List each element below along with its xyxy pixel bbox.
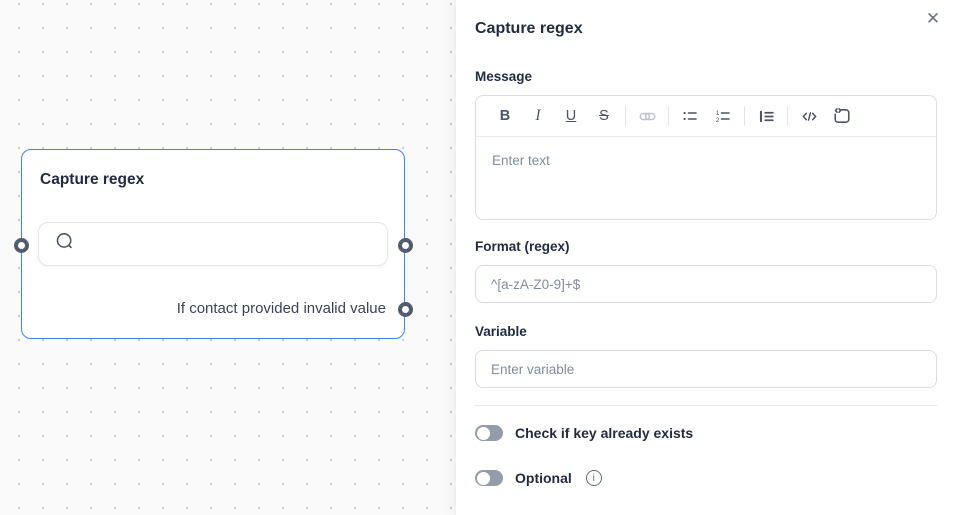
invalid-value-branch-label: If contact provided invalid value — [176, 300, 386, 317]
blockquote-icon[interactable] — [754, 103, 778, 129]
variable-section: Variable — [475, 324, 937, 388]
close-icon[interactable]: ✕ — [920, 6, 946, 32]
link-icon[interactable] — [635, 103, 659, 129]
message-section: Message B I U S — [475, 69, 937, 220]
variable-input[interactable] — [475, 350, 937, 388]
toolbar-divider — [744, 106, 745, 126]
section-divider — [475, 405, 937, 406]
message-editor: B I U S — [475, 95, 937, 220]
italic-button[interactable]: I — [526, 103, 550, 129]
svg-text:2: 2 — [716, 117, 720, 124]
code-icon[interactable] — [797, 103, 821, 129]
capture-regex-settings-panel: Capture regex ✕ Message B I U S — [455, 0, 956, 515]
editor-toolbar: B I U S — [476, 96, 936, 137]
format-section: Format (regex) — [475, 239, 937, 303]
strikethrough-button[interactable]: S — [592, 103, 616, 129]
check-key-exists-toggle[interactable] — [475, 425, 503, 441]
variable-label: Variable — [475, 324, 527, 339]
check-key-exists-label: Check if key already exists — [515, 425, 694, 441]
chat-bubble-icon — [54, 231, 75, 257]
toggle-knob — [476, 426, 490, 440]
code-block-icon[interactable] — [830, 103, 854, 129]
toolbar-divider — [625, 106, 626, 126]
bullet-list-icon[interactable] — [678, 103, 702, 129]
node-message-preview[interactable] — [38, 222, 388, 266]
underline-button[interactable]: U — [559, 103, 583, 129]
optional-toggle[interactable] — [475, 470, 503, 486]
message-text-area[interactable]: Enter text — [492, 153, 550, 168]
node-title: Capture regex — [40, 171, 145, 188]
format-regex-input[interactable] — [475, 265, 937, 303]
toolbar-divider — [787, 106, 788, 126]
bold-button[interactable]: B — [493, 103, 517, 129]
output-port-success[interactable] — [397, 238, 413, 253]
svg-text:1: 1 — [716, 110, 720, 117]
format-label: Format (regex) — [475, 239, 570, 254]
panel-title: Capture regex — [475, 20, 583, 37]
info-icon[interactable]: i — [585, 470, 602, 486]
output-port-invalid[interactable] — [397, 302, 413, 317]
message-label: Message — [475, 69, 533, 84]
toolbar-divider — [668, 106, 669, 126]
input-port[interactable] — [13, 238, 29, 253]
ordered-list-icon[interactable]: 1 2 — [711, 103, 735, 129]
check-key-exists-row: Check if key already exists — [475, 425, 937, 441]
capture-regex-node[interactable]: Capture regex If contact provided invali… — [13, 149, 413, 339]
optional-row: Optional i — [475, 470, 937, 486]
flow-canvas[interactable]: Capture regex If contact provided invali… — [0, 0, 455, 515]
toggle-knob — [476, 471, 490, 485]
optional-label: Optional — [515, 470, 572, 486]
